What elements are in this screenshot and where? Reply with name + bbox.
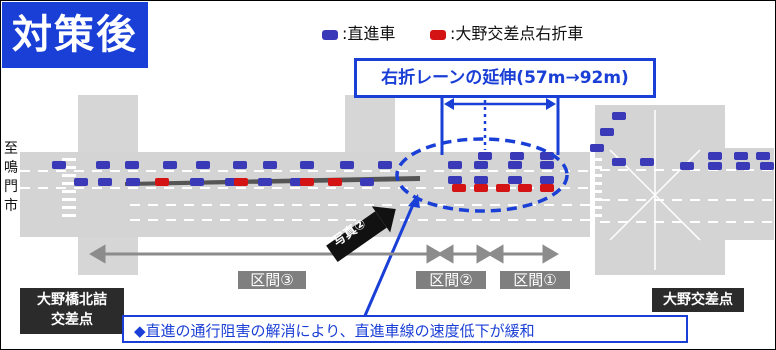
- crosswalk-left: [62, 158, 76, 217]
- through-car: [190, 178, 204, 186]
- direction-char-1: 至: [4, 141, 18, 157]
- legend-right-turn: :大野交差点右折車: [430, 20, 583, 44]
- through-car: [448, 176, 462, 184]
- left-intersection-label: 大野橋北詰 交差点: [20, 288, 124, 334]
- through-car: [612, 112, 626, 120]
- through-car: [163, 161, 177, 169]
- through-car: [590, 144, 604, 152]
- right-turn-car: [328, 178, 342, 186]
- through-car: [540, 152, 554, 160]
- right-turn-car: [518, 184, 532, 192]
- right-intersection-label: 大野交差点: [652, 288, 744, 312]
- through-car: [52, 161, 66, 169]
- through-car: [640, 158, 654, 166]
- left-intersection-line1: 大野橋北詰: [37, 292, 107, 308]
- through-car: [478, 152, 492, 160]
- note-pointer: [362, 199, 417, 319]
- through-car: [736, 162, 750, 170]
- right-turn-car: [155, 178, 169, 186]
- through-car: [508, 176, 522, 184]
- through-car: [233, 161, 247, 169]
- extension-arrowhead-right: [546, 98, 556, 110]
- note-pointer-head: [408, 194, 420, 208]
- crosswalk-right: [590, 158, 602, 217]
- through-car: [125, 161, 139, 169]
- through-car: [448, 161, 462, 169]
- section-3-label: 区間③: [238, 271, 306, 289]
- through-car: [510, 152, 524, 160]
- through-car: [96, 161, 110, 169]
- legend-right-turn-label: :大野交差点右折車: [450, 24, 584, 43]
- left-intersection-line2: 交差点: [51, 312, 93, 328]
- direction-label: 至 鳴 門 市: [4, 140, 18, 216]
- direction-char-3: 門: [4, 179, 18, 195]
- legend-through-label: :直進車: [342, 24, 396, 43]
- extension-callout: 右折レーンの延伸(57m→92m): [354, 58, 656, 98]
- through-car: [126, 178, 140, 186]
- right-turn-cars: [155, 178, 554, 192]
- legend-through: :直進車: [322, 20, 395, 44]
- through-cars: [52, 112, 774, 186]
- photo-marker: [326, 206, 396, 262]
- through-car: [600, 128, 614, 136]
- right-turn-car: [540, 184, 554, 192]
- through-car: [263, 161, 277, 169]
- through-car: [680, 162, 694, 170]
- right-road-east: [700, 148, 774, 240]
- lane-markings: [20, 169, 774, 223]
- through-car: [612, 158, 626, 166]
- direction-char-4: 市: [4, 198, 18, 214]
- extension-arrowhead-left: [444, 98, 454, 110]
- through-car: [540, 161, 554, 169]
- through-car: [74, 178, 88, 186]
- through-car: [360, 178, 374, 186]
- focus-ellipse: [395, 137, 569, 213]
- through-car-icon: [322, 29, 338, 40]
- section-1-label: 区間①: [500, 271, 570, 289]
- right-turn-car: [300, 178, 314, 186]
- page-title: 対策後: [2, 2, 148, 68]
- through-car: [708, 162, 722, 170]
- effect-note: ◆直進の通行阻害の解消により、直進車線の速度低下が緩和: [122, 315, 688, 343]
- right-turn-car: [452, 184, 466, 192]
- through-car: [196, 161, 210, 169]
- right-turn-car: [496, 184, 510, 192]
- through-car: [760, 162, 774, 170]
- through-car: [708, 152, 722, 160]
- through-car: [378, 161, 392, 169]
- through-car: [508, 161, 522, 169]
- right-turn-car: [234, 178, 248, 186]
- through-car: [540, 176, 554, 184]
- right-turn-car: [474, 184, 488, 192]
- through-car: [474, 176, 488, 184]
- through-car: [98, 178, 112, 186]
- right-turn-car-icon: [430, 29, 446, 40]
- through-car: [258, 178, 272, 186]
- through-car: [474, 161, 488, 169]
- section-2-label: 区間②: [416, 271, 486, 289]
- through-car: [300, 161, 314, 169]
- through-car: [734, 152, 748, 160]
- direction-char-2: 鳴: [4, 160, 18, 176]
- through-car: [340, 161, 354, 169]
- through-car: [756, 152, 770, 160]
- section-arrows: [89, 244, 559, 264]
